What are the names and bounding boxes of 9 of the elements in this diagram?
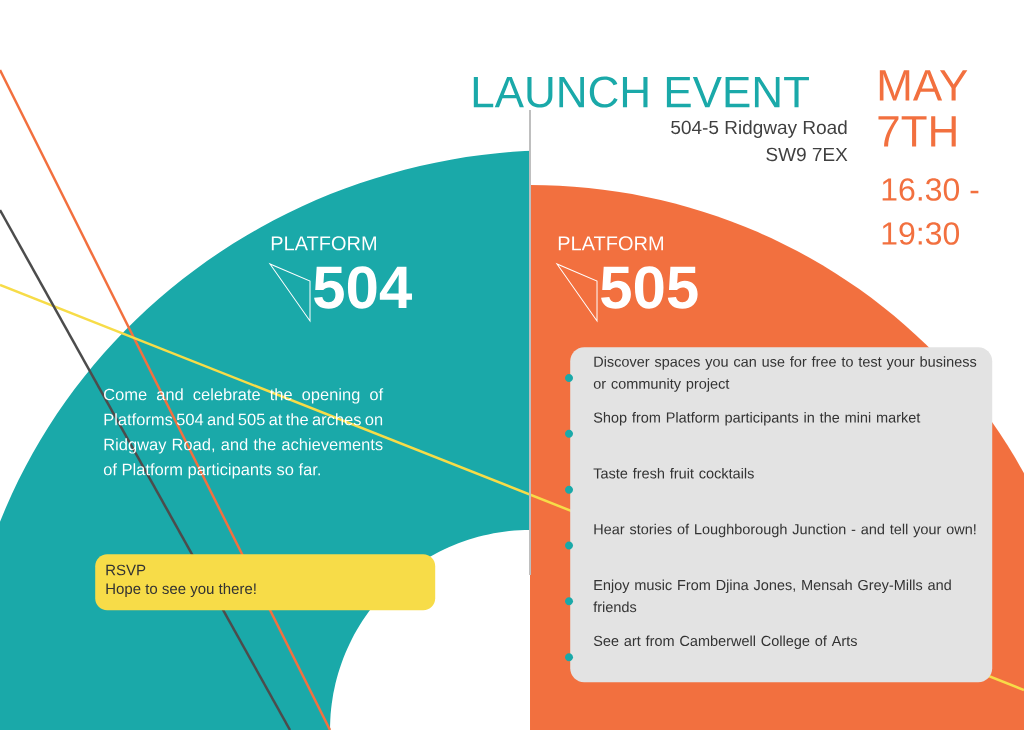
platform-label: PLATFORM bbox=[558, 236, 663, 251]
time: 16.30 - 19:30 bbox=[882, 178, 979, 245]
rsvp-box: RSVP Hope to see you there! bbox=[95, 554, 436, 611]
platform-number: 504 bbox=[314, 266, 412, 309]
activity-list-panel: Discover spaces you can use for free to test your business or community project Shop from Platform participants in the mini market Taste fresh fruit cocktails Hear stories of Loughborough Junction - and tell your own! Enjoy music From Djina Jones, Mensah Grey-Mills and friends See art from Camberwell College of Arts bbox=[565, 347, 993, 683]
address: 504-5 Ridgway Road SW9 7EX bbox=[671, 120, 848, 162]
platform-label: PLATFORM bbox=[271, 236, 376, 251]
heading: LAUNCH EVENT bbox=[473, 76, 809, 108]
date: MAY 7TH bbox=[878, 70, 968, 147]
